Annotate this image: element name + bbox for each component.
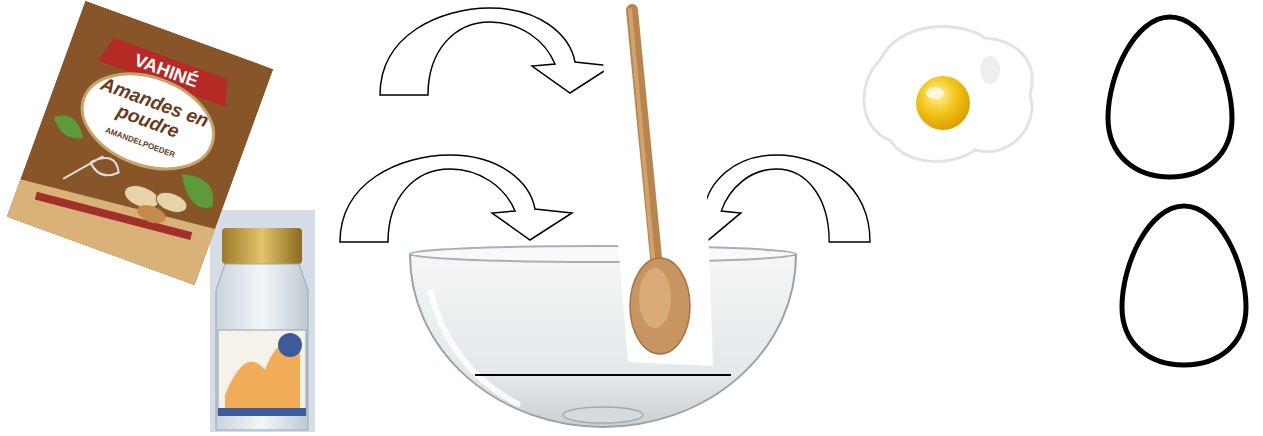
almond-extract-bottle — [210, 210, 315, 432]
egg-outline — [1122, 206, 1246, 365]
curved-arrow — [340, 155, 572, 242]
egg-outline — [1108, 17, 1232, 177]
wooden-spoon — [598, 0, 713, 366]
glass-bowl — [410, 246, 796, 427]
fried-egg — [864, 26, 1032, 161]
curved-arrow — [380, 8, 612, 95]
